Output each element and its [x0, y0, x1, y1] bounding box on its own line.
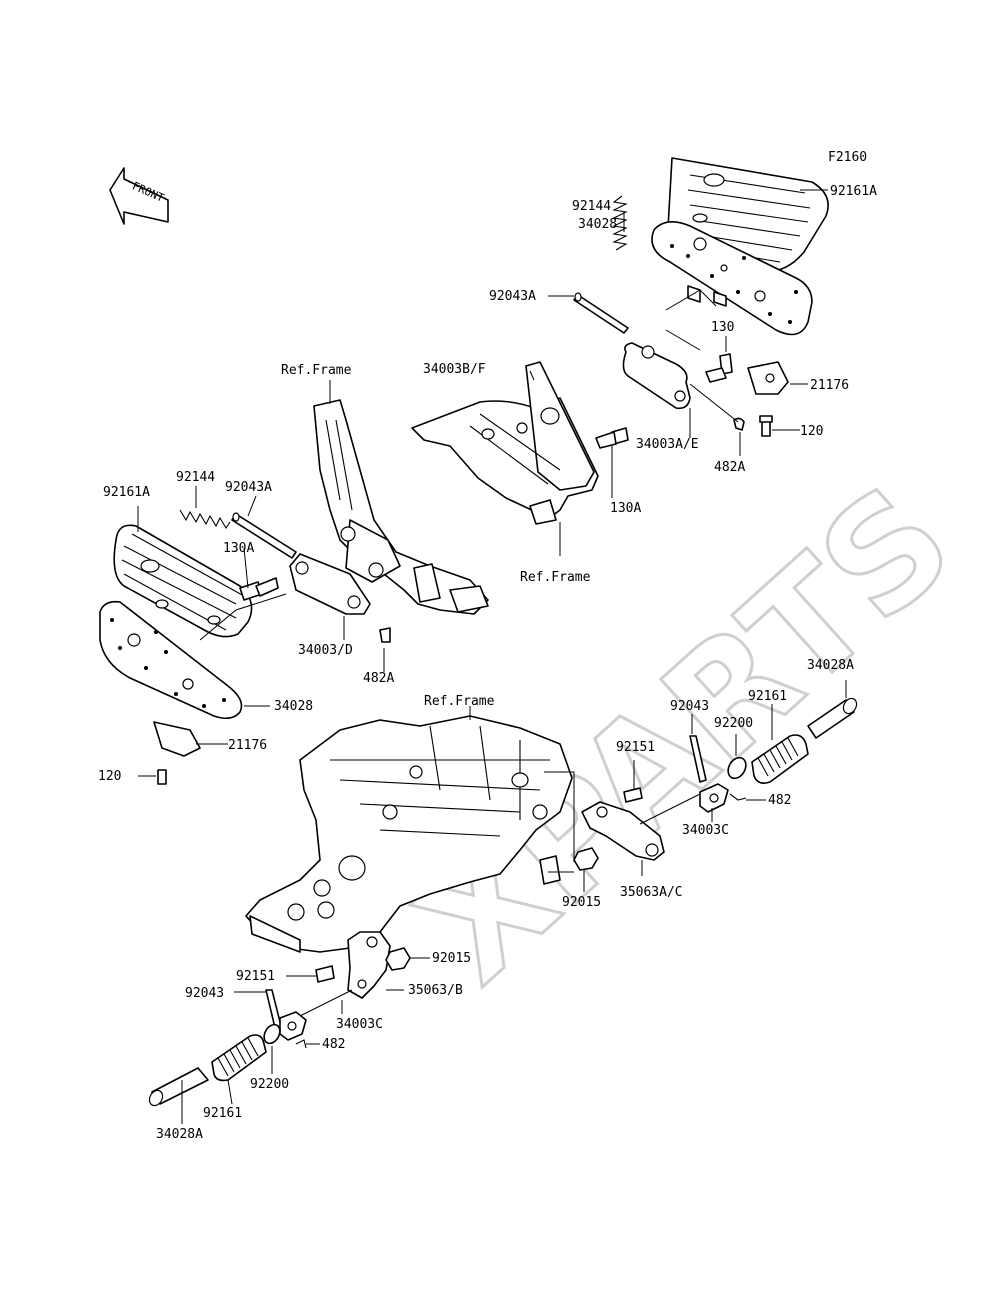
label-ur-92144: 92144 [572, 199, 611, 214]
nut-92015-lower-right [573, 847, 599, 871]
peg-34028A-lower-right [807, 697, 858, 739]
peg-mount-34003C-lower-right [699, 783, 729, 813]
label-l-34028A: 34028A [156, 1127, 203, 1142]
screw-120-upper-right [759, 415, 773, 437]
footboard-rubber-upper-left [113, 524, 253, 638]
label-ul-34003D: 34003/D [298, 643, 353, 658]
bolt-92151-lower-left [315, 965, 335, 983]
label-ul-130A: 130A [223, 541, 254, 556]
label-ur-130: 130 [711, 320, 734, 335]
label-l-92200: 92200 [250, 1077, 289, 1092]
pin-92043-lower-right [689, 735, 707, 783]
washer-92200-lower-left [263, 1023, 281, 1045]
label-l-92015: 92015 [432, 951, 471, 966]
bolt-130-upper-right [705, 353, 733, 383]
bolt-130A-upper-left [239, 577, 279, 601]
clip-21176-upper-left [153, 721, 201, 757]
pin-92043A-upper-right [573, 292, 629, 334]
label-l-92043: 92043 [185, 986, 224, 1001]
label-ul-21176: 21176 [228, 738, 267, 753]
part-labels: Ref.Frame Ref.Frame Ref.Frame 92161A 921… [98, 184, 877, 1142]
cotter-pin-482-lower-right [729, 793, 747, 801]
label-ul-34028: 34028 [274, 699, 313, 714]
frame-section-upper-right [411, 361, 629, 556]
label-ur-130A: 130A [610, 501, 641, 516]
label-ul-92144: 92144 [176, 470, 215, 485]
label-r-34003C: 34003C [682, 823, 729, 838]
label-l-34003C: 34003C [336, 1017, 383, 1032]
bracket-35063B [347, 931, 391, 999]
upper-left-footboard-group [99, 509, 391, 785]
peg-mount-34003C-lower-left [279, 1011, 307, 1041]
label-ur-120: 120 [800, 424, 823, 439]
label-ur-34003BF: 34003B/F [423, 362, 486, 377]
figure-code: F2160 [828, 150, 867, 165]
spring-92144-upper-left [179, 509, 231, 530]
bracket-34003D [289, 553, 371, 615]
label-ur-92161A: 92161A [830, 184, 877, 199]
bracket-35063AC [581, 801, 665, 861]
label-ur-21176: 21176 [810, 378, 849, 393]
label-l-92151: 92151 [236, 969, 275, 984]
clip-21176-upper-right [747, 361, 789, 395]
label-r-92015: 92015 [562, 895, 601, 910]
label-r-35063AC: 35063A/C [620, 885, 683, 900]
label-ul-482A: 482A [363, 671, 394, 686]
peg-34028A-lower-left [148, 1067, 209, 1107]
front-arrow-icon: FRONT [109, 167, 169, 225]
nut-92015-lower-left [385, 947, 411, 971]
label-ul-92161A: 92161A [103, 485, 150, 500]
spring-92144-upper-right [612, 195, 628, 251]
leader-lines [137, 189, 847, 1124]
cotter-pin-482A-upper-left [379, 627, 391, 643]
label-ur-92043A: 92043A [489, 289, 536, 304]
bracket-34003AE [622, 342, 691, 410]
label-r-92151: 92151 [616, 740, 655, 755]
label-ur-34028: 34028 [578, 217, 617, 232]
label-ref-frame-top-right: Ref.Frame [520, 570, 591, 585]
label-r-482: 482 [768, 793, 791, 808]
label-ur-482A: 482A [714, 460, 745, 475]
label-ref-frame-top-left: Ref.Frame [281, 363, 352, 378]
lower-right-peg-group [573, 697, 858, 871]
bolt-92151-lower-right [623, 787, 643, 803]
frame-section-upper-left [313, 380, 489, 615]
footboard-base-upper-left [99, 600, 243, 720]
label-l-92161: 92161 [203, 1106, 242, 1121]
peg-rubber-92161-lower-right [751, 734, 809, 784]
label-r-92200: 92200 [714, 716, 753, 731]
upper-right-footboard-group [573, 157, 829, 437]
label-ul-120: 120 [98, 769, 121, 784]
lower-left-peg-group [148, 931, 411, 1107]
label-l-482: 482 [322, 1037, 345, 1052]
frame-section-lower [245, 706, 575, 953]
pin-92043A-upper-left [231, 512, 297, 559]
label-l-35063B: 35063/B [408, 983, 463, 998]
label-r-34028A: 34028A [807, 658, 854, 673]
screw-120-upper-left [157, 769, 167, 785]
label-r-92161: 92161 [748, 689, 787, 704]
washer-92200-lower-right [727, 756, 747, 780]
peg-rubber-92161-lower-left [211, 1034, 267, 1082]
label-ur-34003AE: 34003A/E [636, 437, 699, 452]
label-ul-92043A: 92043A [225, 480, 272, 495]
label-r-92043: 92043 [670, 699, 709, 714]
cotter-pin-482-lower-left [295, 1039, 307, 1049]
label-ref-frame-bottom: Ref.Frame [424, 694, 495, 709]
